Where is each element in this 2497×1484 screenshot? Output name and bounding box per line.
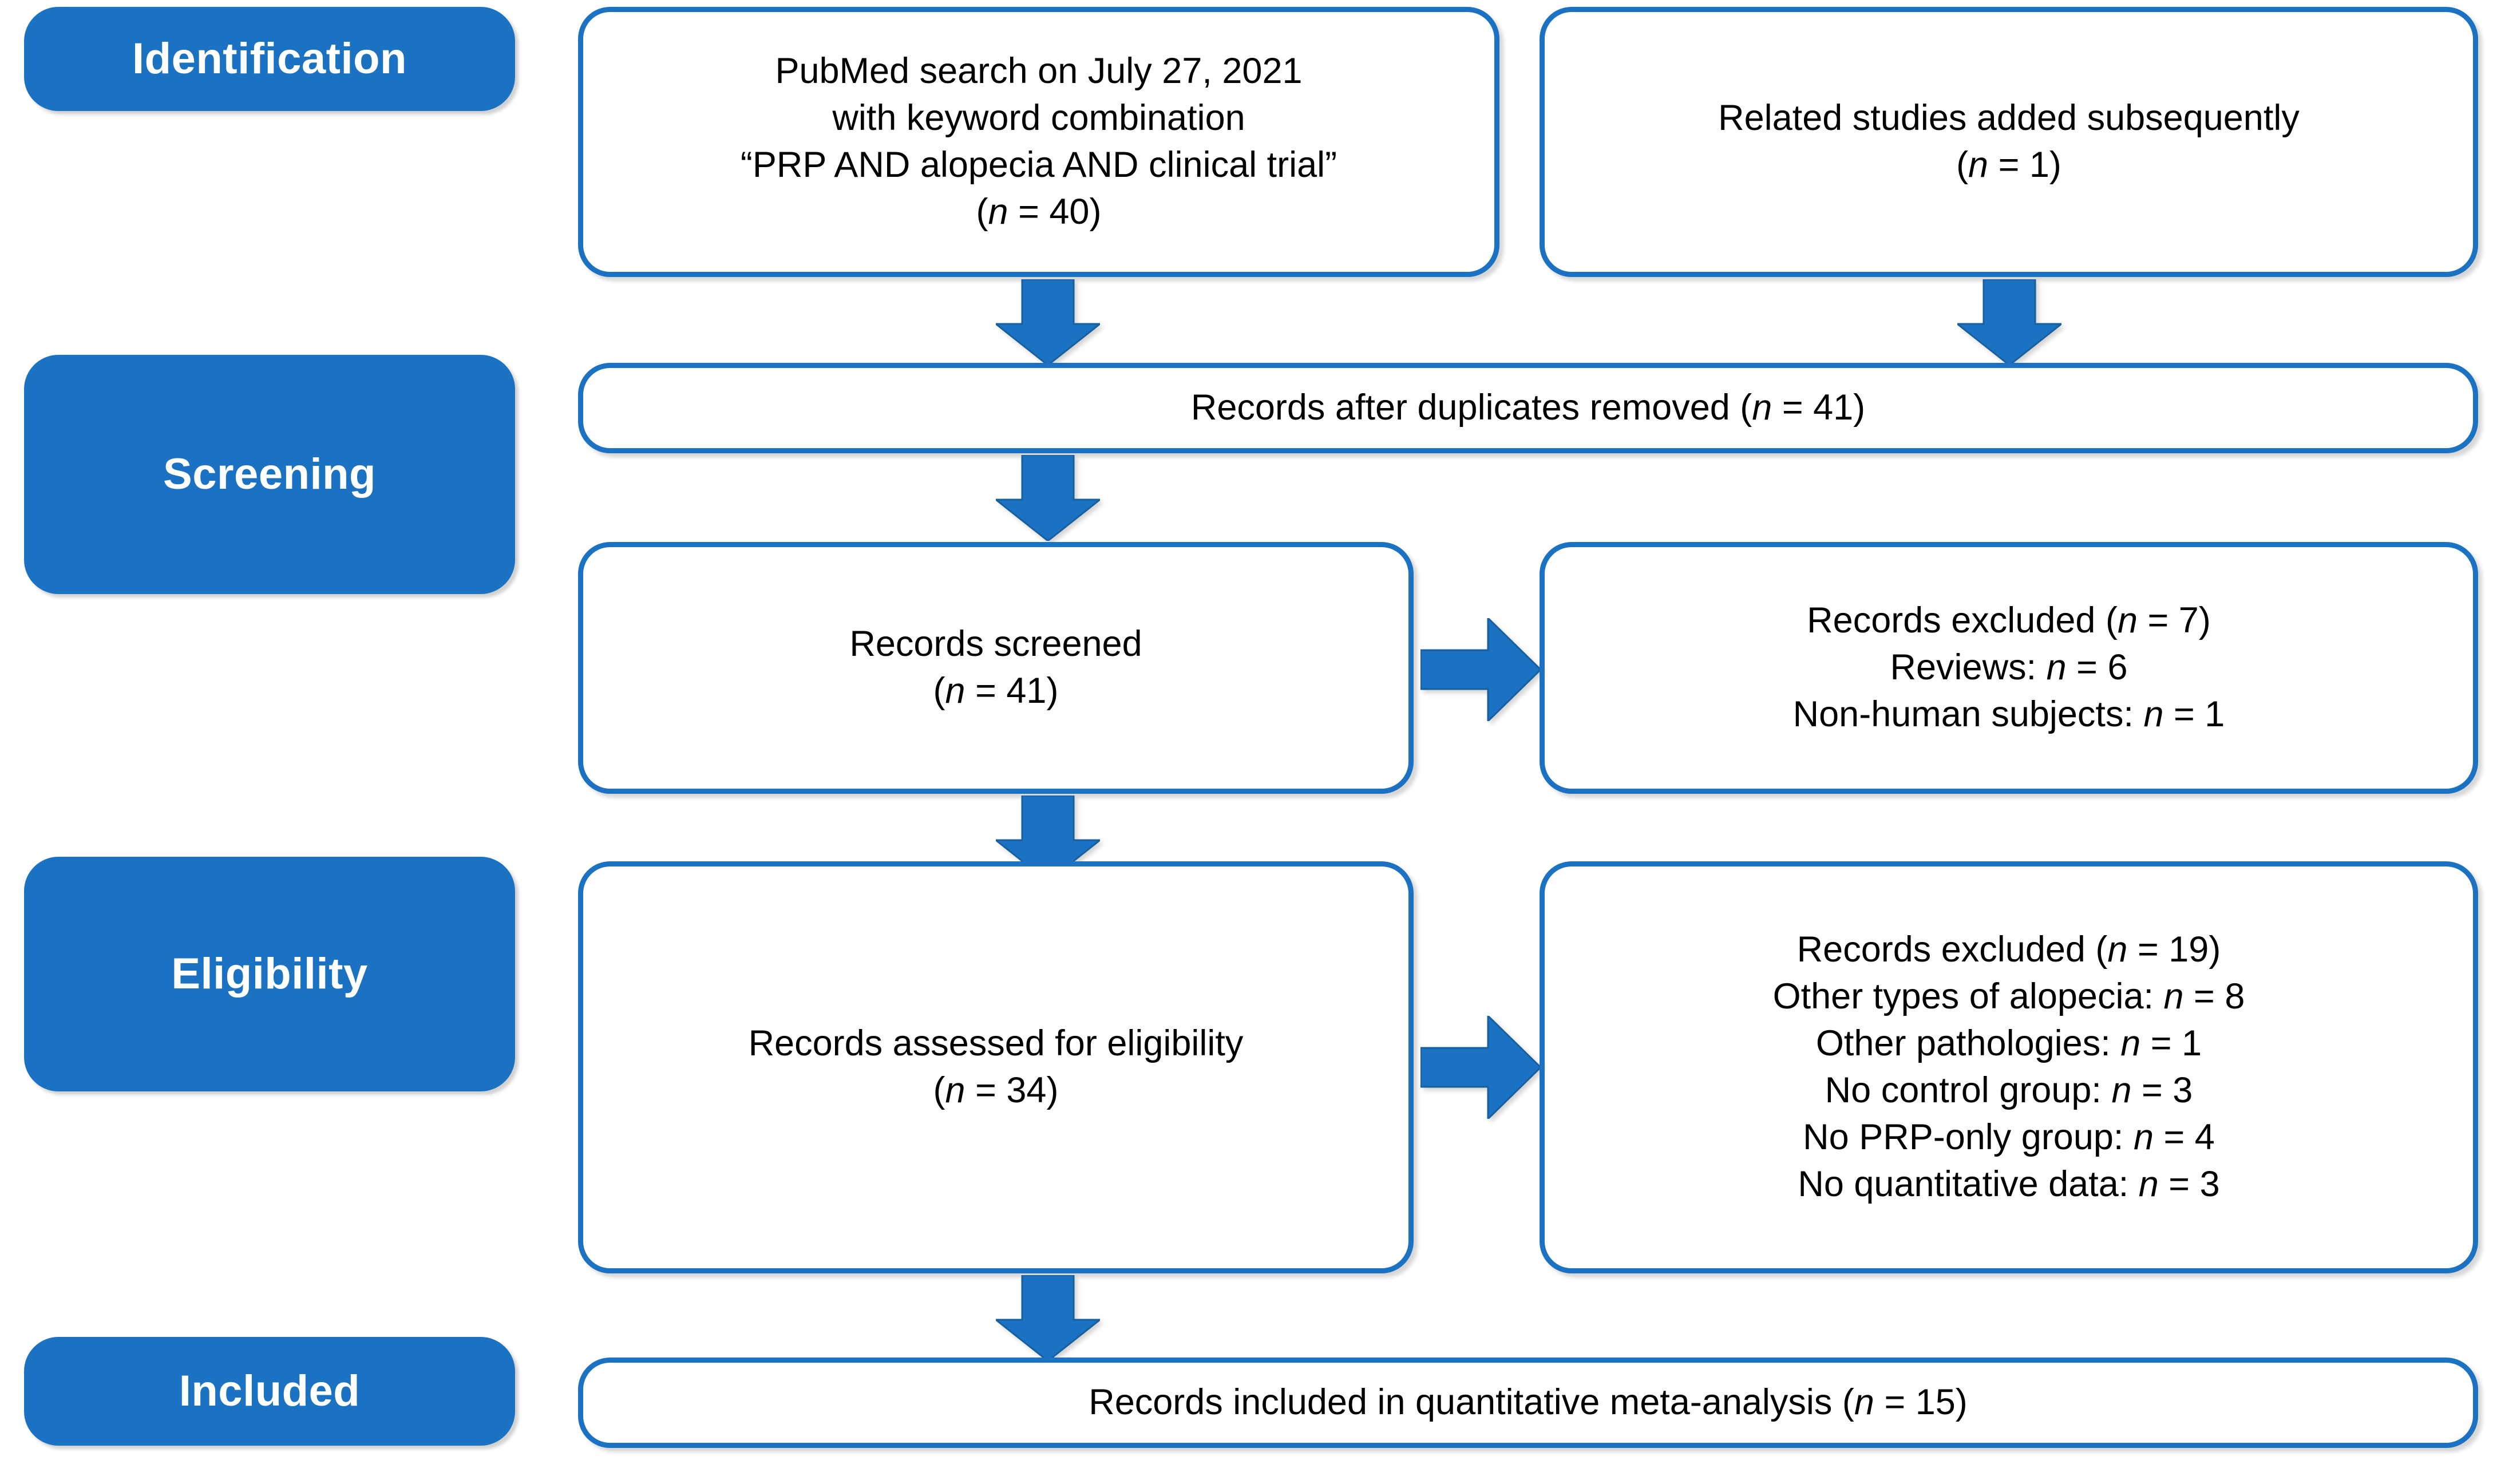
box-records-screened: Records screened (n = 41): [578, 542, 1414, 794]
excl-elig-4-post: = 3: [2131, 1070, 2193, 1110]
excl-elig-line-1: Records excluded (n = 19): [1562, 927, 2456, 973]
excl-elig-4-n: n: [2111, 1070, 2132, 1110]
excl-screen-3-n: n: [2143, 694, 2164, 734]
excl-elig-3-pre: Other pathologies:: [1815, 1023, 2121, 1064]
pubmed-line-2: with keyword combination: [832, 98, 1245, 138]
stage-label-included: Included: [179, 1367, 361, 1416]
eligibility-line-1: Records assessed for eligibility: [748, 1023, 1244, 1064]
related-n-post: = 1): [1988, 145, 2061, 185]
box-related-studies: Related studies added subsequently (n = …: [1540, 7, 2478, 277]
box-records-screened-text: Records screened (n = 41): [600, 621, 1391, 715]
box-pubmed-search-text: PubMed search on July 27, 2021 with keyw…: [600, 48, 1477, 236]
excl-elig-4-pre: No control group:: [1825, 1070, 2112, 1110]
box-excluded-screening: Records excluded (n = 7) Reviews: n = 6 …: [1540, 542, 2478, 794]
arrow-eligibility-to-included: [996, 1275, 1100, 1361]
stage-label-eligibility: Eligibility: [171, 949, 368, 999]
box-pubmed-search: PubMed search on July 27, 2021 with keyw…: [578, 7, 1499, 277]
excl-elig-2-n: n: [2163, 976, 2184, 1017]
eligibility-line-2: (n = 34): [600, 1067, 1391, 1114]
screened-n-symbol: n: [945, 671, 965, 711]
duplicates-n-pre: Records after duplicates removed (: [1190, 387, 1752, 428]
box-duplicates-removed: Records after duplicates removed (n = 41…: [578, 363, 2478, 453]
excl-screen-3-post: = 1: [2163, 694, 2225, 734]
box-duplicates-removed-text: Records after duplicates removed (n = 41…: [600, 385, 2456, 432]
stage-pill-eligibility: Eligibility: [24, 857, 515, 1091]
arrow-eligibility-to-excluded: [1420, 1016, 1541, 1119]
related-n-pre: (: [1956, 145, 1969, 185]
excl-elig-2-pre: Other types of alopecia:: [1772, 976, 2164, 1017]
excl-elig-line-6: No quantitative data: n = 3: [1562, 1161, 2456, 1208]
excl-elig-3-n: n: [2120, 1023, 2141, 1064]
excl-elig-2-post: = 8: [2183, 976, 2245, 1017]
related-line-2: (n = 1): [1562, 142, 2456, 189]
box-excluded-eligibility-text: Records excluded (n = 19) Other types of…: [1562, 927, 2456, 1208]
excl-elig-1-n: n: [2107, 929, 2128, 970]
stage-pill-identification: Identification: [24, 7, 515, 111]
included-n-pre: Records included in quantitative meta-an…: [1089, 1382, 1854, 1423]
excl-screen-2-post: = 6: [2066, 647, 2128, 688]
excl-elig-5-post: = 4: [2153, 1117, 2215, 1157]
box-included-meta-analysis-text: Records included in quantitative meta-an…: [600, 1379, 2456, 1426]
eligibility-n-post: = 34): [965, 1070, 1059, 1110]
box-records-eligibility-text: Records assessed for eligibility (n = 34…: [600, 1020, 1391, 1114]
arrow-duplicates-to-screened: [996, 455, 1100, 541]
box-related-studies-text: Related studies added subsequently (n = …: [1562, 95, 2456, 189]
excl-elig-1-pre: Records excluded (: [1796, 929, 2108, 970]
stage-label-screening: Screening: [163, 450, 376, 499]
excl-elig-6-pre: No quantitative data:: [1798, 1164, 2139, 1204]
excl-screen-line-2: Reviews: n = 6: [1562, 644, 2456, 691]
stage-label-identification: Identification: [132, 34, 407, 84]
excl-screen-line-3: Non-human subjects: n = 1: [1562, 691, 2456, 738]
arrow-related-to-duplicates: [1957, 279, 2061, 365]
box-excluded-eligibility: Records excluded (n = 19) Other types of…: [1540, 861, 2478, 1273]
excl-screen-1-post: = 7): [2137, 600, 2211, 641]
excl-screen-line-1: Records excluded (n = 7): [1562, 597, 2456, 644]
pubmed-n-pre: (: [976, 191, 988, 232]
arrow-screened-to-eligibility: [996, 796, 1100, 881]
pubmed-n-post: = 40): [1008, 191, 1102, 232]
excl-elig-5-pre: No PRP-only group:: [1803, 1117, 2134, 1157]
eligibility-n-symbol: n: [945, 1070, 965, 1110]
duplicates-n-symbol: n: [1752, 387, 1772, 428]
excl-elig-3-post: = 1: [2140, 1023, 2202, 1064]
excl-screen-1-n: n: [2117, 600, 2138, 641]
screened-n-pre: (: [933, 671, 945, 711]
duplicates-line-1: Records after duplicates removed (n = 41…: [600, 385, 2456, 432]
excl-elig-line-3: Other pathologies: n = 1: [1562, 1020, 2456, 1067]
arrow-screened-to-excluded: [1420, 618, 1541, 721]
arrow-pubmed-to-duplicates: [996, 279, 1100, 365]
screened-line-2: (n = 41): [600, 668, 1391, 715]
excl-screen-2-pre: Reviews:: [1890, 647, 2047, 688]
pubmed-n-symbol: n: [988, 191, 1008, 232]
included-n-post: = 15): [1874, 1382, 1968, 1423]
included-n-symbol: n: [1854, 1382, 1874, 1423]
excl-elig-line-2: Other types of alopecia: n = 8: [1562, 973, 2456, 1020]
included-line-1: Records included in quantitative meta-an…: [600, 1379, 2456, 1426]
excl-elig-6-post: = 3: [2158, 1164, 2220, 1204]
excl-elig-5-n: n: [2133, 1117, 2154, 1157]
related-line-1: Related studies added subsequently: [1718, 98, 2300, 138]
box-excluded-screening-text: Records excluded (n = 7) Reviews: n = 6 …: [1562, 597, 2456, 738]
excl-elig-line-5: No PRP-only group: n = 4: [1562, 1114, 2456, 1161]
excl-elig-1-post: = 19): [2127, 929, 2221, 970]
excl-screen-2-n: n: [2046, 647, 2067, 688]
excl-elig-6-n: n: [2138, 1164, 2159, 1204]
excl-screen-1-pre: Records excluded (: [1807, 600, 2118, 641]
stage-pill-included: Included: [24, 1337, 515, 1446]
eligibility-n-pre: (: [933, 1070, 945, 1110]
pubmed-line-4: (n = 40): [600, 189, 1477, 236]
excl-elig-line-4: No control group: n = 3: [1562, 1067, 2456, 1114]
screened-line-1: Records screened: [849, 624, 1142, 664]
box-records-eligibility: Records assessed for eligibility (n = 34…: [578, 861, 1414, 1273]
excl-screen-3-pre: Non-human subjects:: [1792, 694, 2144, 734]
screened-n-post: = 41): [965, 671, 1059, 711]
pubmed-line-1: PubMed search on July 27, 2021: [775, 51, 1303, 92]
pubmed-line-3: “PRP AND alopecia AND clinical trial”: [740, 145, 1337, 185]
related-n-symbol: n: [1968, 145, 1989, 185]
duplicates-n-post: = 41): [1772, 387, 1866, 428]
stage-pill-screening: Screening: [24, 355, 515, 594]
box-included-meta-analysis: Records included in quantitative meta-an…: [578, 1358, 2478, 1448]
